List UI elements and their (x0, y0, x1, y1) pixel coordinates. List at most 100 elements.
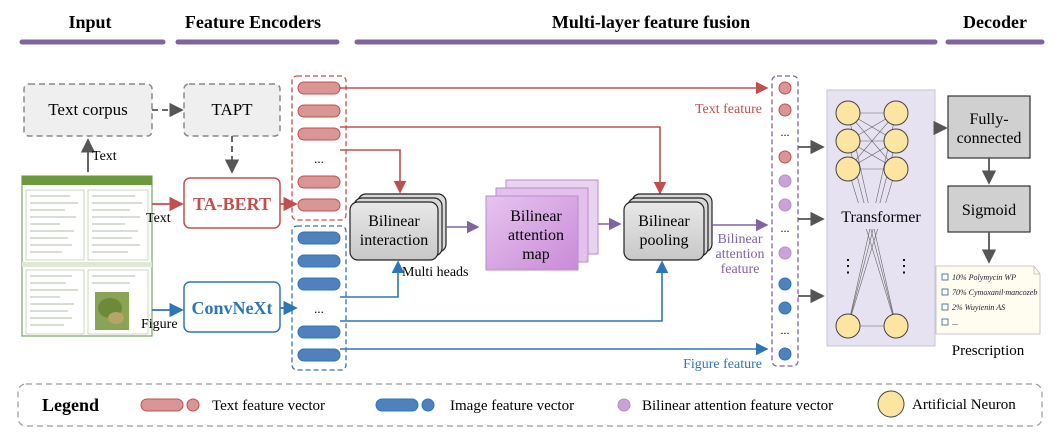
ellipsis: ... (781, 323, 790, 337)
neuron (883, 156, 909, 182)
legend-title: Legend (42, 395, 99, 415)
arrow-text-to-pooling (340, 126, 667, 195)
neuron (835, 128, 861, 154)
neuron (883, 128, 909, 154)
fused-bilinear-dot (778, 174, 792, 188)
legend-image-vector-dot (421, 398, 435, 412)
label-text-in: Text (146, 211, 171, 226)
legend-neuron-label: Artificial Neuron (912, 397, 1016, 413)
fused-feature-column (771, 75, 799, 367)
image-feature-vector (297, 325, 341, 339)
text-feature-vector (297, 198, 341, 212)
text-feature-vector (297, 127, 341, 141)
legend-text-vector-label: Text feature vector (212, 398, 325, 414)
multi-heads-label: Multi heads (402, 265, 469, 280)
image-feature-vector (297, 231, 341, 245)
checkbox-icon (941, 288, 949, 296)
text-feature-column (291, 75, 347, 221)
legend-text-vector-dot (186, 398, 200, 412)
checkbox-icon (941, 273, 949, 281)
legend-image-vector-bar (375, 398, 419, 412)
convnext-box (183, 281, 281, 333)
neuron (883, 100, 909, 126)
fused-text-dot (778, 81, 792, 95)
prescription-item: 10% Polymycin WP (952, 273, 1016, 282)
transformer-label-bg (834, 203, 928, 229)
bilinear-attention-map-stack: Bilinear attention map (485, 179, 599, 271)
prescription-note: 10% Polymycin WP 70% Cymoxanil·mancozeb … (935, 265, 1041, 335)
fully-connected-line1: Fully- (969, 111, 1008, 128)
sigmoid-box (947, 185, 1031, 233)
neuron (835, 100, 861, 126)
fused-text-dot (778, 103, 792, 117)
image-feature-vector (297, 348, 341, 362)
legend-bilinear-label: Bilinear attention feature vector (642, 398, 833, 414)
text-feature-vector (297, 81, 341, 95)
legend-bilinear-dot (617, 398, 631, 412)
arrow-image-to-interaction (340, 260, 405, 298)
bilinear-pooling-stack: Bilinear pooling (623, 193, 713, 261)
text-feature-label: Text feature (695, 102, 762, 117)
text-corpus-label: Text corpus (48, 100, 128, 119)
attention-map-line2: attention (508, 227, 564, 244)
fused-bilinear-dot (778, 198, 792, 212)
convnext-label: ConvNeXt (192, 298, 273, 318)
bilinear-interaction-line1: Bilinear (368, 213, 420, 230)
text-feature-vector (297, 104, 341, 118)
input-document-thumbnail (21, 175, 153, 337)
vdots: ⋮ (839, 256, 857, 276)
legend-text-vector-bar (140, 398, 184, 412)
fused-image-dot (778, 347, 792, 361)
ellipsis: ... (314, 301, 324, 316)
bilinear-feature-line3: feature (721, 262, 760, 277)
bilinear-feature-line2: attention (716, 247, 765, 262)
neuron (835, 156, 861, 182)
checkbox-icon (941, 303, 949, 311)
section-headers: Input Feature Encoders Multi-layer featu… (19, 12, 1045, 45)
label-text-up: Text (92, 149, 117, 164)
transformer-label: Transformer (841, 209, 921, 226)
ellipsis: ... (781, 221, 790, 235)
image-feature-column (291, 225, 347, 371)
ta-bert-label: TA-BERT (193, 194, 271, 214)
ta-bert-box (183, 177, 281, 229)
attention-map-line3: map (522, 246, 550, 263)
sigmoid-label: Sigmoid (962, 202, 1016, 219)
ellipsis: ... (314, 151, 324, 166)
header-encoders: Feature Encoders (185, 12, 321, 32)
transformer-neurons (835, 100, 909, 339)
bilinear-feature-line1: Bilinear (717, 232, 762, 247)
fused-image-dot (778, 301, 792, 315)
bilinear-pooling-line2: pooling (640, 232, 689, 249)
arrow-image-to-pooling (340, 260, 669, 322)
image-feature-vector (297, 277, 341, 291)
prescription-item: 70% Cymoxanil·mancozeb (952, 288, 1037, 297)
arrow-text-to-interaction (340, 149, 407, 194)
prescription-label: Prescription (952, 343, 1025, 359)
header-input: Input (68, 12, 111, 32)
fully-connected-line2: connected (957, 130, 1022, 147)
vdots: ⋮ (895, 256, 913, 276)
attention-map-line1: Bilinear (510, 208, 562, 225)
fused-text-dot (778, 150, 792, 164)
tapt-label: TAPT (211, 100, 253, 119)
label-figure-in: Figure (141, 317, 178, 332)
bilinear-interaction-stack: Bilinear interaction (349, 193, 447, 261)
figure-feature-label: Figure feature (683, 357, 762, 372)
bilinear-pooling-line1: Bilinear (638, 213, 690, 230)
header-fusion: Multi-layer feature fusion (552, 12, 750, 32)
legend-neuron-icon (877, 390, 905, 418)
ellipsis: ... (781, 125, 790, 139)
fully-connected-box (947, 95, 1031, 159)
neuron (835, 313, 861, 339)
prescription-item: 2% Wuyienin AS (952, 303, 1005, 312)
neuron (883, 313, 909, 339)
fused-feature-dots: ... ... ... (778, 81, 792, 361)
image-feature-vector (297, 254, 341, 268)
fused-bilinear-dot (778, 246, 792, 260)
legend-image-vector-label: Image feature vector (450, 398, 574, 414)
text-feature-vector (297, 175, 341, 189)
legend-box (17, 383, 1043, 427)
